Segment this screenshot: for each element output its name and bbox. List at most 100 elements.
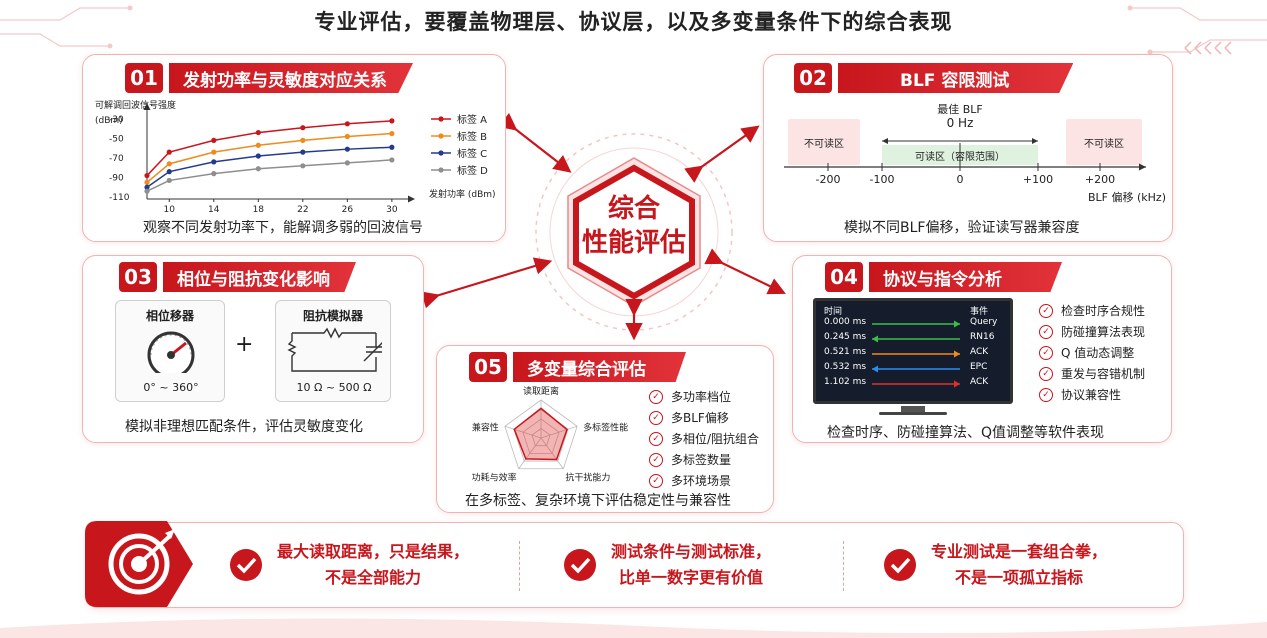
legend-marker	[438, 150, 444, 156]
page-title: 专业评估，要覆盖物理层、协议层，以及多变量条件下的综合表现	[314, 10, 953, 34]
multivariable-checklist: ✓多功率档位✓多BLF偏移✓多相位/阻抗组合✓多标签数量✓多环境场景	[649, 386, 759, 491]
panel-04-header: 04 协议与指令分析	[825, 262, 1062, 292]
check-circle-icon	[564, 549, 596, 581]
data-point	[144, 184, 150, 190]
data-point	[166, 161, 172, 167]
protocol-arrow	[872, 380, 960, 388]
data-point	[344, 146, 350, 152]
impedance-title: 阻抗模拟器	[302, 309, 363, 323]
arrow-01	[498, 112, 572, 173]
multivariable-check-label: 多BLF偏移	[671, 411, 729, 425]
y-tick-label: -50	[109, 134, 124, 144]
blf-tick-3: +100	[1022, 173, 1054, 186]
radar-label: 兼容性	[472, 421, 499, 433]
blf-tick-4: +200	[1084, 173, 1116, 186]
multivariable-check-item: ✓ 多相位/阻抗组合	[649, 428, 759, 449]
panel-01-number: 01	[125, 63, 163, 93]
conclusion-item-2: 测试条件与测试标准，比单一数字更有价值	[563, 539, 771, 591]
panel-05-title: 多变量综合评估	[513, 352, 686, 382]
protocol-check-item: ✓协议兼容性	[1039, 384, 1145, 405]
multivariable-check-item: ✓多环境场景	[649, 470, 759, 491]
check-icon: ✓	[1039, 366, 1053, 381]
monitor-stand	[901, 406, 925, 414]
radar-spoke	[504, 425, 542, 439]
protocol-check-item: ✓ Q 值动态调整	[1039, 342, 1145, 363]
conclusion-item-3: 专业测试是一套组合拳，不是一项孤立指标	[883, 539, 1107, 591]
radar-label: 读取距离	[523, 385, 559, 397]
impedance-box: 阻抗模拟器 10 Ω ~ 500 Ω	[275, 300, 391, 402]
y-tick-label: -90	[109, 174, 124, 184]
multivariable-check-label: 多相位/阻抗组合	[671, 432, 760, 446]
data-point	[166, 149, 172, 155]
check-icon: ✓	[1039, 345, 1053, 360]
protocol-time: 0.521 ms	[824, 347, 867, 357]
protocol-check-label: Q 值动态调整	[1061, 346, 1135, 360]
series-line	[146, 132, 392, 183]
y-tick-label: -70	[109, 154, 124, 164]
radar-spoke	[518, 437, 542, 469]
radar-label: 抗干扰能力	[565, 472, 610, 484]
plus-sign: +	[235, 332, 254, 357]
panel-01-header: 01 发射功率与灵敏度对应关系	[125, 63, 413, 93]
x-tick-label: 18	[253, 205, 265, 215]
impedance-circuit-icon	[287, 327, 382, 372]
panel-04-title: 协议与指令分析	[869, 262, 1062, 292]
conclusion-text-3: 专业测试是一套组合拳，不是一项孤立指标	[931, 542, 1108, 587]
center-title-line2: 性能评估	[581, 228, 686, 258]
panel-05-header: 05 多变量综合评估	[469, 352, 686, 382]
panel-02-header: 02 BLF 容限测试	[794, 63, 1074, 93]
panel-05-caption: 在多标签、复杂环境下评估稳定性与兼容性	[465, 493, 731, 509]
data-point	[344, 121, 350, 127]
blf-axis-label: BLF 偏移 (kHz)	[1088, 191, 1166, 204]
radar-spoke	[540, 425, 578, 439]
phase-range: 0° ~ 360°	[143, 381, 199, 394]
panel-03-header: 03 相位与阻抗变化影响	[119, 262, 356, 292]
radar-grid	[522, 418, 560, 454]
data-point	[255, 142, 261, 148]
y-tick-label: -30	[109, 115, 124, 125]
multivariable-check-label: 多标签数量	[671, 453, 732, 467]
blf-tick-1: -100	[869, 173, 895, 186]
legend-label: 标签 A	[457, 113, 487, 126]
multivariable-check-item: ✓ 多BLF偏移	[649, 407, 759, 428]
legend-label: 标签 D	[457, 164, 488, 177]
blf-tick-2: 0	[956, 173, 964, 186]
protocol-event: RN16	[970, 332, 995, 342]
conclusion-text-2: 测试条件与测试标准，比单一数字更有价值	[611, 542, 772, 587]
conclusion-text-1: 最大读取距离，只是结果，不是全部能力	[277, 542, 470, 587]
protocol-time: 0.532 ms	[824, 362, 867, 372]
panel-03-title: 相位与阻抗变化影响	[163, 262, 356, 292]
check-icon: ✓	[649, 410, 663, 425]
panel-02: 02 BLF 容限测试 最佳 BLF 0 Hz 不可读区 不可读区 可读区（容限…	[763, 54, 1173, 242]
target-icon	[85, 521, 193, 607]
panel-01-caption: 观察不同发射功率下，能解调多弱的回波信号	[143, 220, 423, 236]
multivariable-check-label: 多环境场景	[671, 474, 732, 488]
arrow-04	[704, 248, 786, 295]
radar-grid	[531, 428, 551, 447]
data-point	[144, 172, 150, 179]
divider-1	[519, 541, 520, 591]
monitor-col-event: 事件	[970, 307, 989, 317]
data-point	[144, 188, 150, 194]
protocol-check-label: 重发与容错机制	[1061, 367, 1146, 381]
protocol-check-label: 检查时序合规性	[1061, 304, 1146, 318]
monitor-col-time: 时间	[824, 307, 843, 317]
panel-04-number: 04	[825, 262, 863, 292]
legend-marker	[438, 116, 444, 122]
radar-label: 功耗与效率	[472, 472, 517, 484]
conclusion-item-1: 最大读取距离，只是结果，不是全部能力	[229, 539, 469, 591]
data-point	[255, 129, 261, 136]
data-point	[344, 160, 350, 166]
check-icon: ✓	[649, 431, 663, 446]
check-circle-icon	[230, 549, 262, 581]
check-icon: ✓	[1039, 387, 1053, 402]
panel-02-caption: 模拟不同BLF偏移，验证读写器兼容度	[844, 220, 1080, 236]
data-point	[211, 171, 217, 177]
panel-02-title: BLF 容限测试	[838, 63, 1074, 93]
radar-label: 多标签性能	[583, 421, 628, 433]
